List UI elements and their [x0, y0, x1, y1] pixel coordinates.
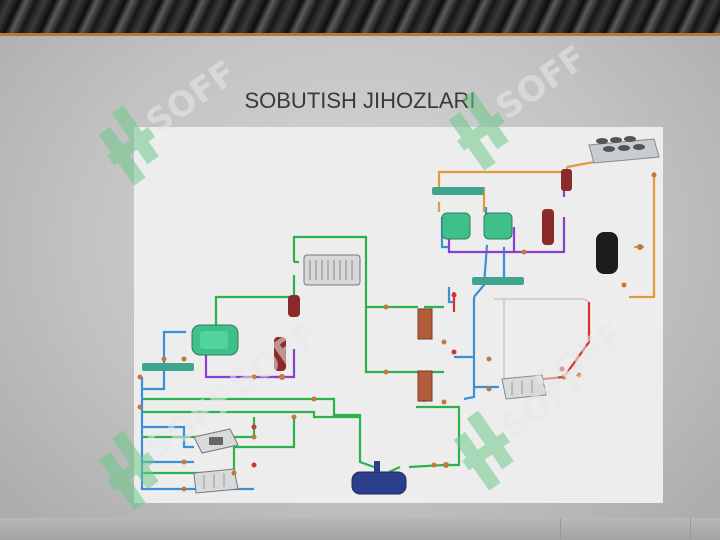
plate-exchanger-2 — [417, 370, 433, 402]
green-pipes — [142, 235, 461, 475]
evaporator-unit-2 — [193, 468, 239, 494]
top-banner — [0, 0, 720, 33]
accumulator — [274, 337, 286, 371]
evaporator-unit-1 — [193, 428, 239, 454]
refrigeration-diagram — [134, 127, 663, 503]
left-header — [142, 363, 194, 371]
refrigeration-schematic — [137, 136, 660, 495]
liquid-receiver-main — [351, 461, 407, 495]
valves — [137, 172, 657, 492]
compressor-2 — [483, 212, 513, 240]
main-compressor — [191, 324, 239, 356]
compressor-1 — [441, 212, 471, 240]
plate-exchanger-1 — [417, 308, 433, 340]
filter-drier — [542, 209, 554, 245]
watermark-text: SOFF — [489, 40, 590, 128]
banner-accent-line — [0, 33, 720, 36]
bottom-strip — [0, 518, 720, 540]
grey-lines — [494, 298, 590, 387]
air-cooled-condenser — [303, 254, 361, 286]
suction-header — [472, 277, 524, 285]
condenser-unit — [588, 136, 660, 164]
oil-separator — [596, 232, 618, 274]
slide-title: SOBUTISH JIHOZLARI — [244, 88, 476, 113]
liquid-receiver — [561, 169, 572, 191]
evaporator-unit-right — [501, 374, 547, 400]
solenoid-valves — [251, 292, 565, 468]
receiver-small — [288, 295, 300, 317]
discharge-header — [432, 187, 484, 195]
